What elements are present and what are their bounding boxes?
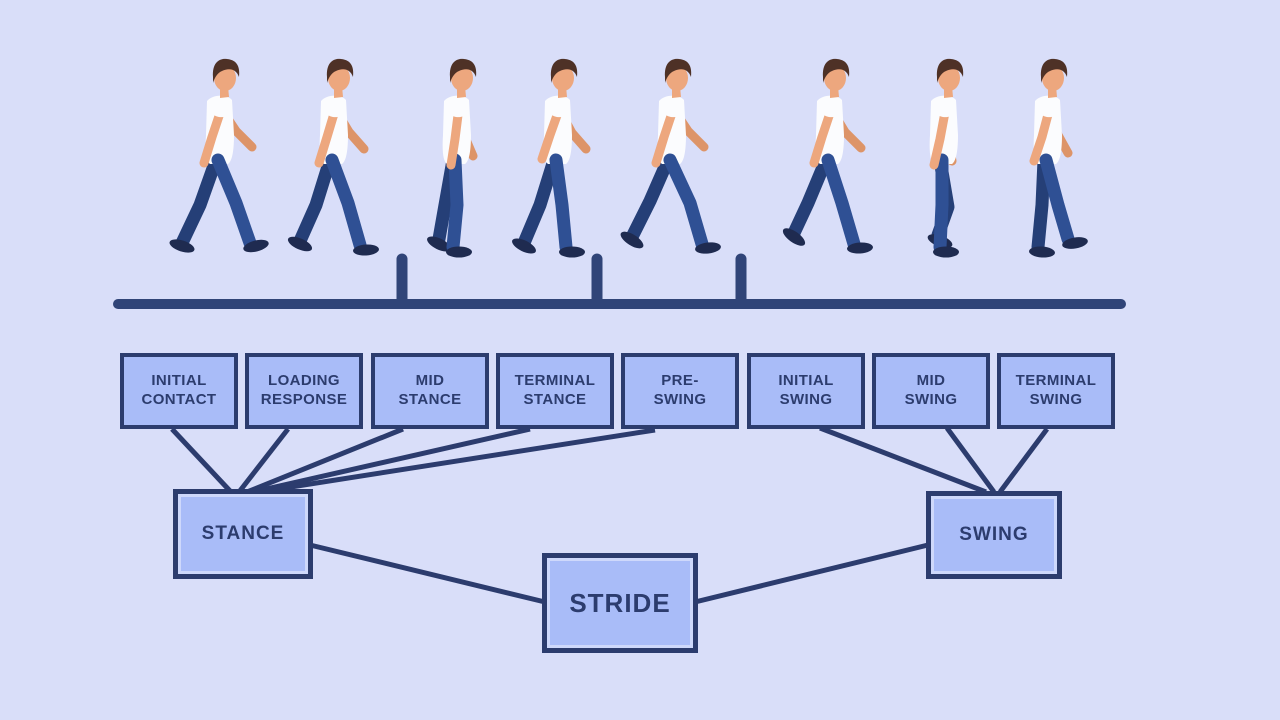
phase-box-mid-stance: MID STANCE [371, 353, 489, 429]
walking-man-initial-swing-icon [768, 55, 888, 265]
phase-label: LOADING RESPONSE [260, 372, 348, 408]
connector-loading-response-stance [237, 427, 290, 494]
walking-man-terminal-swing-icon [986, 55, 1106, 265]
phase-label: MID SWING [904, 372, 958, 408]
swing-box: SWING [926, 491, 1062, 579]
swing-label: SWING [959, 524, 1029, 545]
phase-label: INITIAL SWING [778, 372, 834, 408]
stance-box: STANCE [173, 489, 313, 579]
phase-box-initial-swing: INITIAL SWING [747, 353, 865, 429]
phase-label: TERMINAL SWING [1015, 372, 1097, 408]
phase-box-mid-swing: MID SWING [872, 353, 990, 429]
walking-man-loading-response-icon [272, 55, 392, 265]
connector-mid-swing-swing [944, 426, 997, 494]
phase-box-pre-swing: PRE- SWING [621, 353, 739, 429]
phase-box-terminal-stance: TERMINAL STANCE [496, 353, 614, 429]
connector-stride-swing [694, 542, 929, 605]
phase-label: TERMINAL STANCE [514, 372, 596, 408]
stride-box: STRIDE [542, 553, 698, 653]
stride-label: STRIDE [569, 587, 671, 618]
walking-man-initial-contact-icon [158, 55, 278, 265]
connector-pre-swing-stance [258, 427, 656, 495]
connector-mid-stance-stance [246, 426, 404, 495]
phase-box-terminal-swing: TERMINAL SWING [997, 353, 1115, 429]
walking-man-terminal-stance-icon [496, 55, 616, 265]
connector-initial-contact-stance [170, 427, 233, 494]
phase-connectors [170, 425, 1050, 605]
phase-box-loading-response: LOADING RESPONSE [245, 353, 363, 429]
phase-box-initial-contact: INITIAL CONTACT [120, 353, 238, 429]
stance-label: STANCE [201, 523, 285, 544]
connector-terminal-swing-swing [997, 427, 1050, 494]
phase-label: INITIAL CONTACT [141, 372, 217, 408]
walking-man-mid-swing-icon [882, 55, 1002, 265]
connector-terminal-stance-stance [252, 426, 531, 495]
gait-timeline [113, 253, 1126, 309]
phase-label: MID STANCE [398, 372, 462, 408]
phase-label: PRE- SWING [653, 372, 707, 408]
walking-man-pre-swing-icon [610, 55, 730, 265]
connector-stance-stride [309, 542, 546, 605]
connector-initial-swing-swing [819, 425, 987, 495]
walking-man-mid-stance-icon [395, 55, 515, 265]
